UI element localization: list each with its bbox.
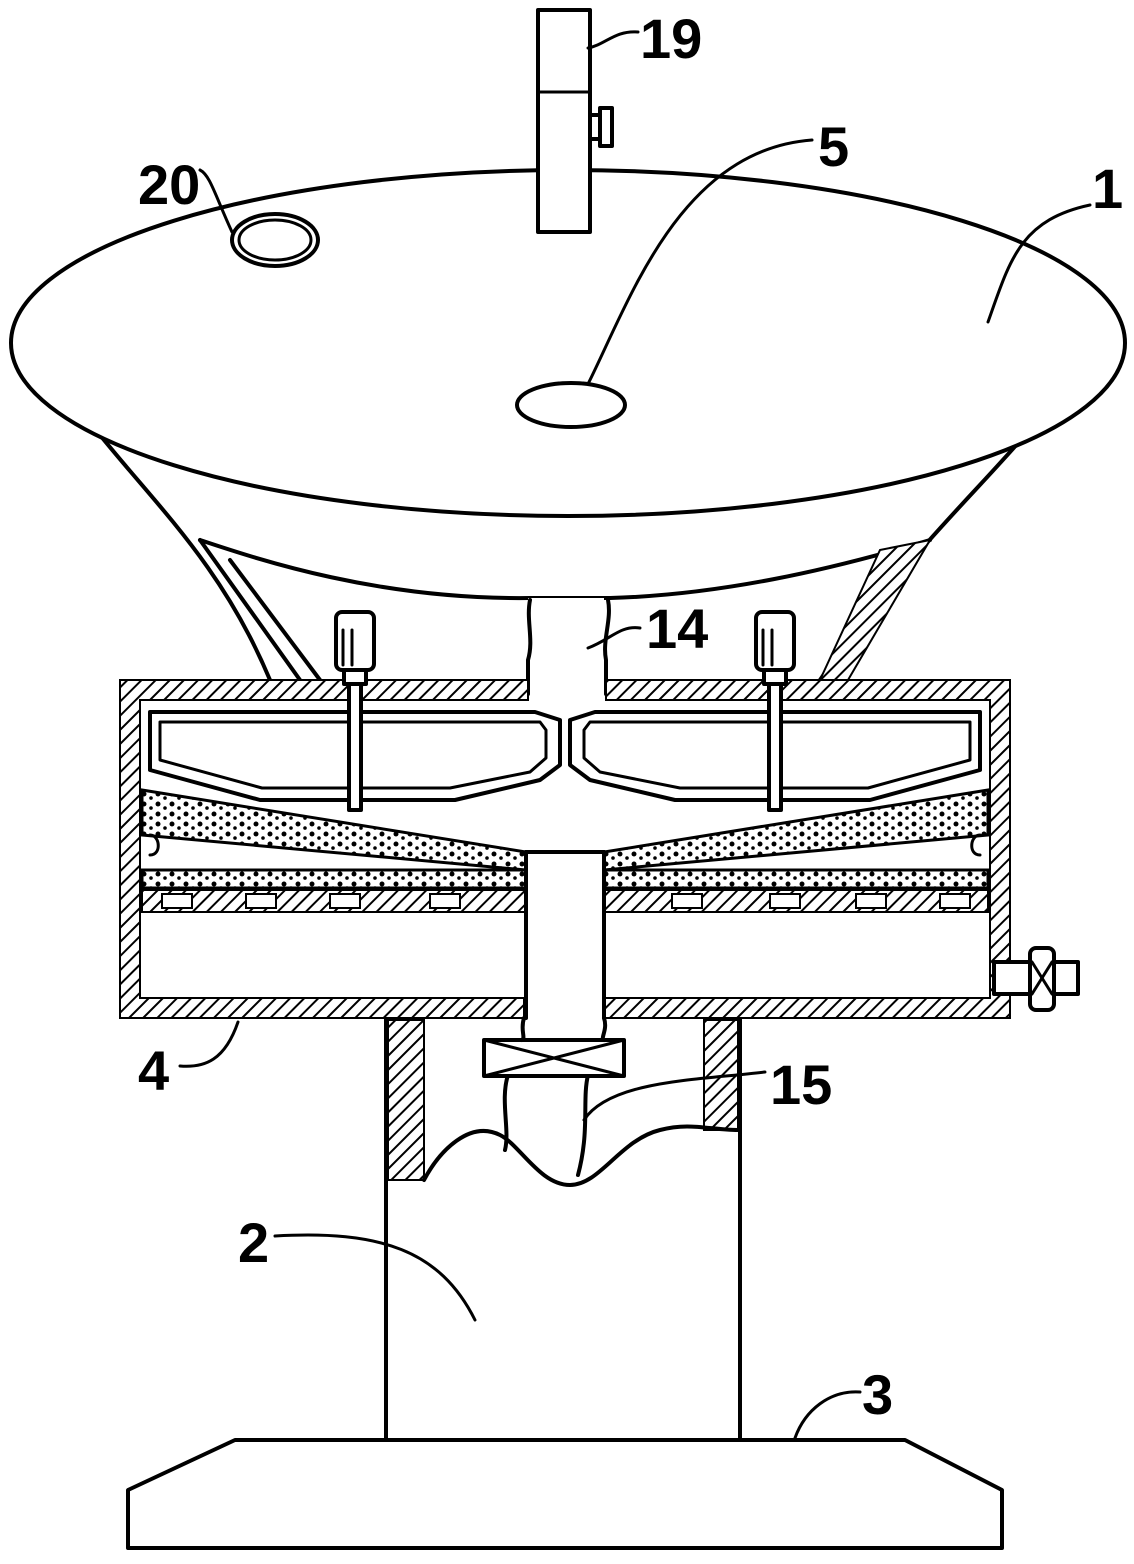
- label-19: 19: [640, 7, 702, 70]
- hopper: [9, 8, 1127, 682]
- label-20: 20: [138, 153, 200, 216]
- label-3: 3: [862, 1363, 893, 1426]
- base-platform: [126, 1438, 1004, 1550]
- label-5: 5: [818, 115, 849, 178]
- label-2: 2: [238, 1211, 269, 1274]
- label-15: 15: [770, 1053, 832, 1116]
- support-column: [384, 1016, 742, 1442]
- label-1: 1: [1092, 157, 1123, 220]
- part-labels: 19 20 5 1 14 15 4 2 3: [138, 7, 1123, 1426]
- filter-box: [119, 610, 1080, 1042]
- label-14: 14: [646, 597, 708, 660]
- leader-lines: [178, 30, 1092, 1440]
- feed-pipe: [526, 598, 611, 696]
- label-4: 4: [138, 1039, 169, 1102]
